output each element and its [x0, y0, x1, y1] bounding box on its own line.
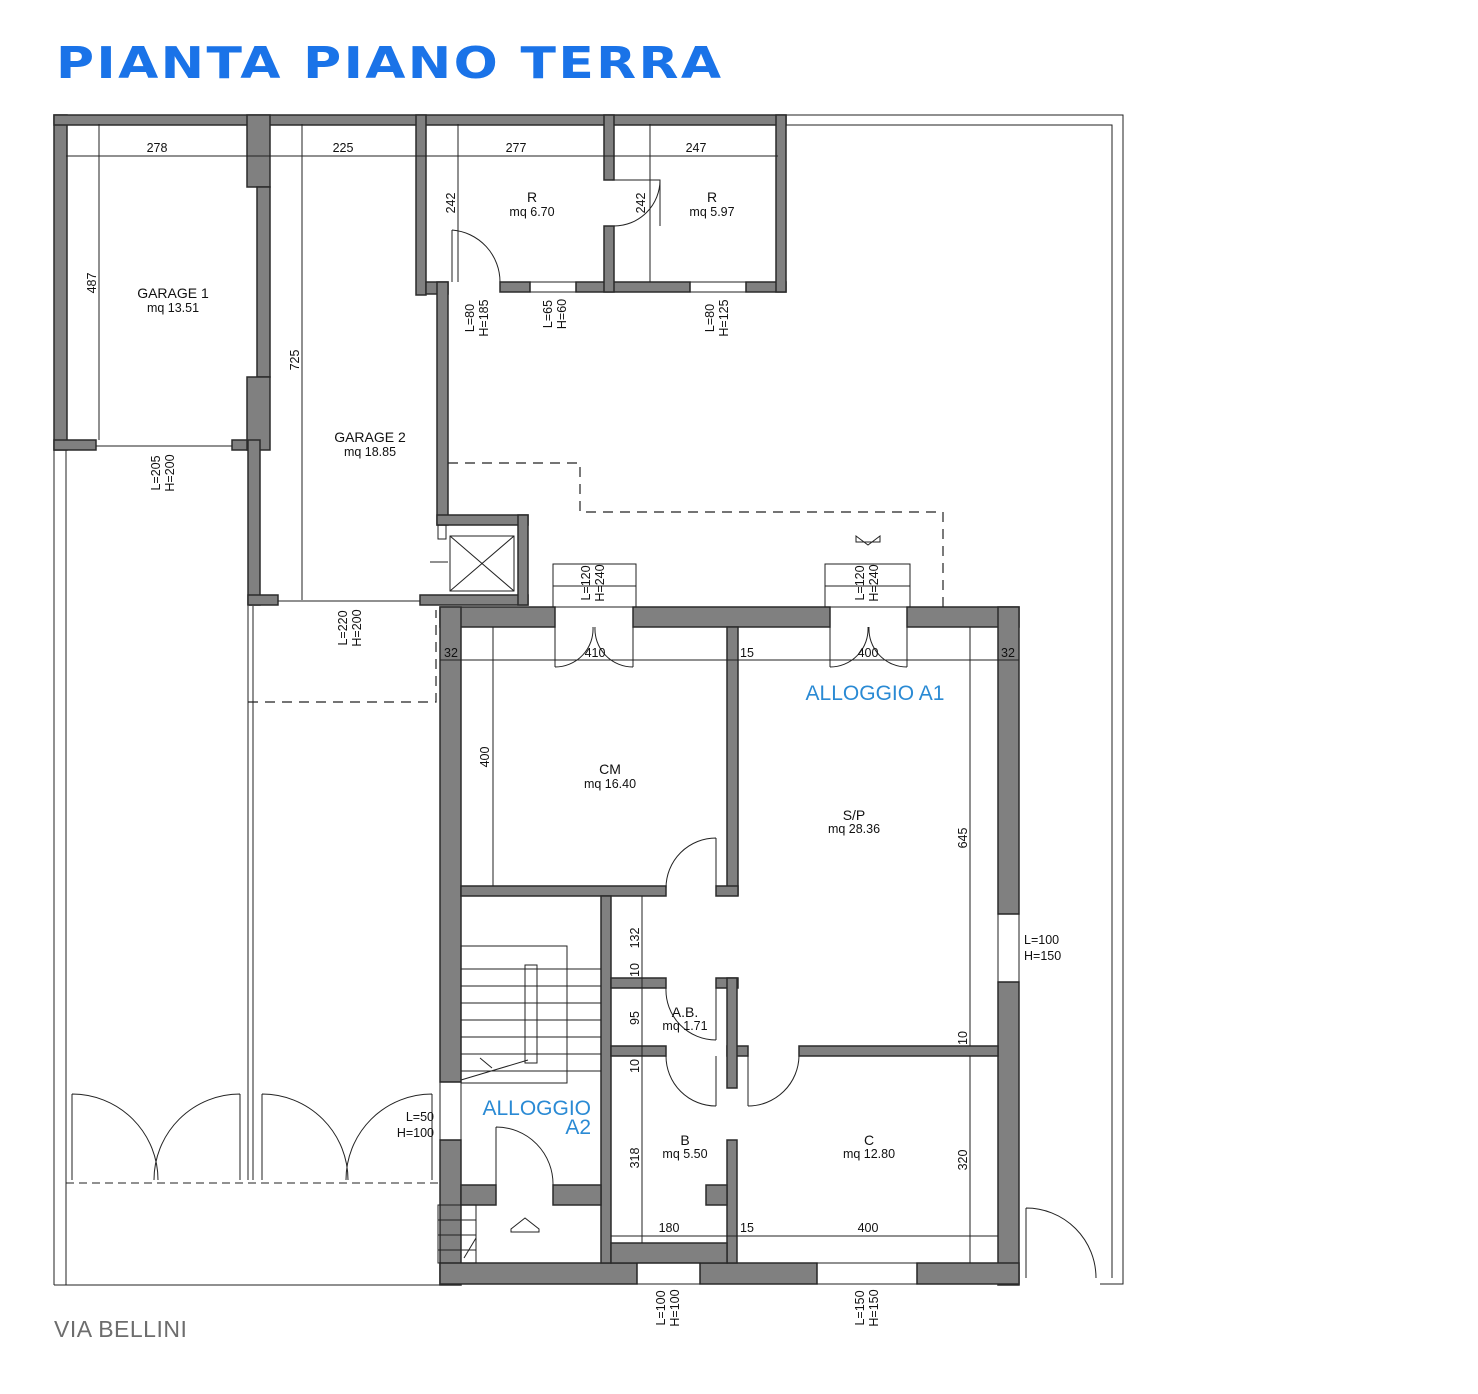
dim-10c: 10 — [956, 1031, 970, 1045]
zone-a1-label: ALLOGGIO A1 — [806, 682, 945, 705]
dim-132: 132 — [628, 928, 642, 949]
room-r2-area: mq 5.97 — [689, 205, 734, 219]
dim-242a: 242 — [444, 193, 458, 214]
opening-2-width: L=65 — [541, 300, 555, 328]
dimension-lines — [66, 124, 1019, 1263]
dim-225: 225 — [333, 141, 354, 155]
opening-10-width: L=100 — [654, 1290, 668, 1325]
dim-10b: 10 — [628, 1059, 642, 1073]
stairs — [437, 535, 881, 1264]
dim-400a: 400 — [858, 646, 879, 660]
room-garage2-area: mq 18.85 — [344, 445, 396, 459]
opening-8-height: H=150 — [1024, 949, 1061, 963]
dim-277: 277 — [506, 141, 527, 155]
room-b-name: B — [680, 1132, 689, 1148]
dim-15a: 15 — [740, 646, 754, 660]
room-r1-area: mq 6.70 — [509, 205, 554, 219]
opening-9-width: L=50 — [406, 1110, 434, 1124]
dim-32b: 32 — [1001, 646, 1015, 660]
opening-10-height: H=100 — [668, 1289, 682, 1326]
zone-a2-label-line2: A2 — [565, 1116, 591, 1139]
dim-247: 247 — [686, 141, 707, 155]
opening-11-height: H=150 — [867, 1289, 881, 1326]
room-garage1-name: GARAGE 1 — [137, 285, 209, 301]
dim-400b: 400 — [478, 747, 492, 768]
elevator-shaft — [430, 524, 515, 592]
room-cm-name: CM — [599, 761, 621, 777]
opening-8-width: L=100 — [1024, 933, 1059, 947]
room-c-area: mq 12.80 — [843, 1147, 895, 1161]
opening-7-height: H=240 — [867, 564, 881, 601]
dim-95: 95 — [628, 1011, 642, 1025]
street-label: VIA BELLINI — [54, 1316, 188, 1342]
lot-boundary — [53, 114, 1124, 1286]
room-cm-area: mq 16.40 — [584, 777, 636, 791]
dashed-outlines — [248, 462, 944, 703]
room-labels: GARAGE 1 mq 13.51 GARAGE 2 mq 18.85 R mq… — [137, 189, 895, 1161]
opening-9-height: H=100 — [397, 1126, 434, 1140]
dim-242b: 242 — [634, 193, 648, 214]
dim-180: 180 — [659, 1221, 680, 1235]
dim-487: 487 — [85, 273, 99, 294]
opening-1-height: H=185 — [477, 299, 491, 336]
opening-labels: L=80 H=185 L=65 H=60 L=80 H=125 L=205 H=… — [149, 299, 1061, 1327]
opening-4-height: H=200 — [163, 454, 177, 491]
page-title: PIANTA PIANO TERRA — [56, 38, 724, 89]
dim-645: 645 — [956, 828, 970, 849]
room-ab-name: A.B. — [672, 1004, 698, 1020]
dim-725: 725 — [288, 350, 302, 371]
dim-318: 318 — [628, 1148, 642, 1169]
dim-10a: 10 — [628, 963, 642, 977]
zone-labels: ALLOGGIO A1 ALLOGGIO A2 — [482, 682, 944, 1139]
opening-4-width: L=205 — [149, 455, 163, 490]
room-garage1-area: mq 13.51 — [147, 301, 199, 315]
room-ab-area: mq 1.71 — [662, 1019, 707, 1033]
room-r2-name: R — [707, 189, 717, 205]
room-sp-name: S/P — [843, 807, 866, 823]
dim-32a: 32 — [444, 646, 458, 660]
opening-1-width: L=80 — [463, 304, 477, 332]
dim-278: 278 — [147, 141, 168, 155]
opening-7-width: L=120 — [853, 565, 867, 600]
room-b-area: mq 5.50 — [662, 1147, 707, 1161]
opening-5-height: H=200 — [350, 609, 364, 646]
opening-3-width: L=80 — [703, 304, 717, 332]
opening-2-height: H=60 — [555, 299, 569, 329]
room-r1-name: R — [527, 189, 537, 205]
opening-5-width: L=220 — [336, 610, 350, 645]
room-garage2-name: GARAGE 2 — [334, 429, 406, 445]
dim-400c: 400 — [858, 1221, 879, 1235]
dimension-labels: 278 225 277 247 242 242 487 725 32 410 1… — [85, 141, 1015, 1235]
dim-15b: 15 — [740, 1221, 754, 1235]
zone-a2-label-line1: ALLOGGIO — [482, 1097, 591, 1120]
room-sp-area: mq 28.36 — [828, 822, 880, 836]
room-c-name: C — [864, 1132, 874, 1148]
openings — [96, 281, 1020, 1285]
opening-6-height: H=240 — [593, 564, 607, 601]
dim-410: 410 — [585, 646, 606, 660]
opening-11-width: L=150 — [853, 1290, 867, 1325]
walls — [53, 114, 1020, 1286]
opening-3-height: H=125 — [717, 299, 731, 336]
dim-320: 320 — [956, 1150, 970, 1171]
opening-6-width: L=120 — [579, 565, 593, 600]
